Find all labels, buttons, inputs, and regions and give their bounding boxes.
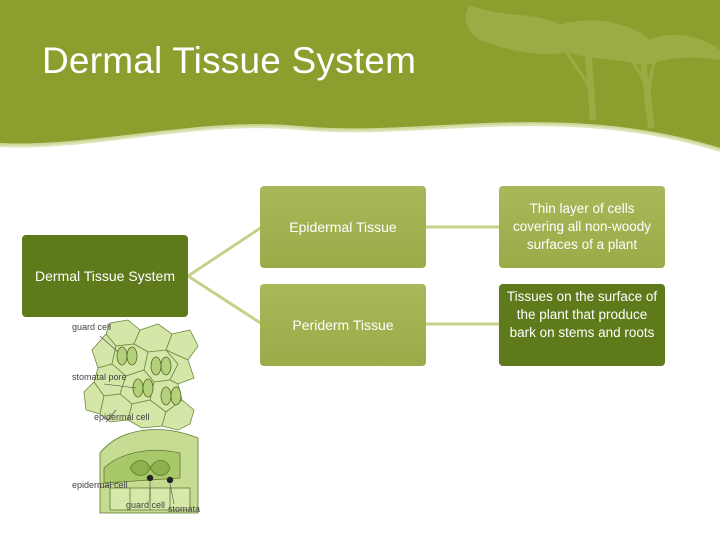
epidermal-tissue-label: Epidermal Tissue [289, 219, 397, 235]
epidermal-cell-label-bottom: epidermal cell [72, 480, 128, 490]
periderm-description-node: Tissues on the surface of the plant that… [499, 284, 665, 366]
periderm-tissue-label: Periderm Tissue [292, 317, 394, 333]
periderm-tissue-node: Periderm Tissue [260, 284, 426, 366]
slide-title: Dermal Tissue System [42, 40, 417, 81]
epidermal-cell-label-top: epidermal cell [94, 412, 150, 422]
guard-cell-label-top: guard cell [72, 322, 111, 332]
guard-cell-pair-icon [116, 346, 182, 406]
dermal-tissue-system-node: Dermal Tissue System [22, 235, 188, 317]
stomatal-pore-label-bottom: stomatal pore [168, 504, 200, 514]
epidermal-description-node: Thin layer of cells covering all non-woo… [499, 186, 665, 268]
epidermal-tissue-node: Epidermal Tissue [260, 186, 426, 268]
periderm-description-text: Tissues on the surface of the plant that… [506, 289, 658, 340]
epidermal-description-text: Thin layer of cells covering all non-woo… [512, 201, 652, 252]
stomata-illustration: guard cell stomatal pore epidermal cell … [72, 319, 200, 514]
dermal-tissue-system-label: Dermal Tissue System [34, 268, 176, 284]
tree-silhouette-icon [465, 5, 720, 128]
title-banner [0, 0, 720, 152]
stomatal-pore-label-top: stomatal pore [72, 372, 127, 382]
guard-cell-label-bottom: guard cell [126, 500, 165, 510]
epidermis-cross-section-drawing [99, 429, 199, 514]
